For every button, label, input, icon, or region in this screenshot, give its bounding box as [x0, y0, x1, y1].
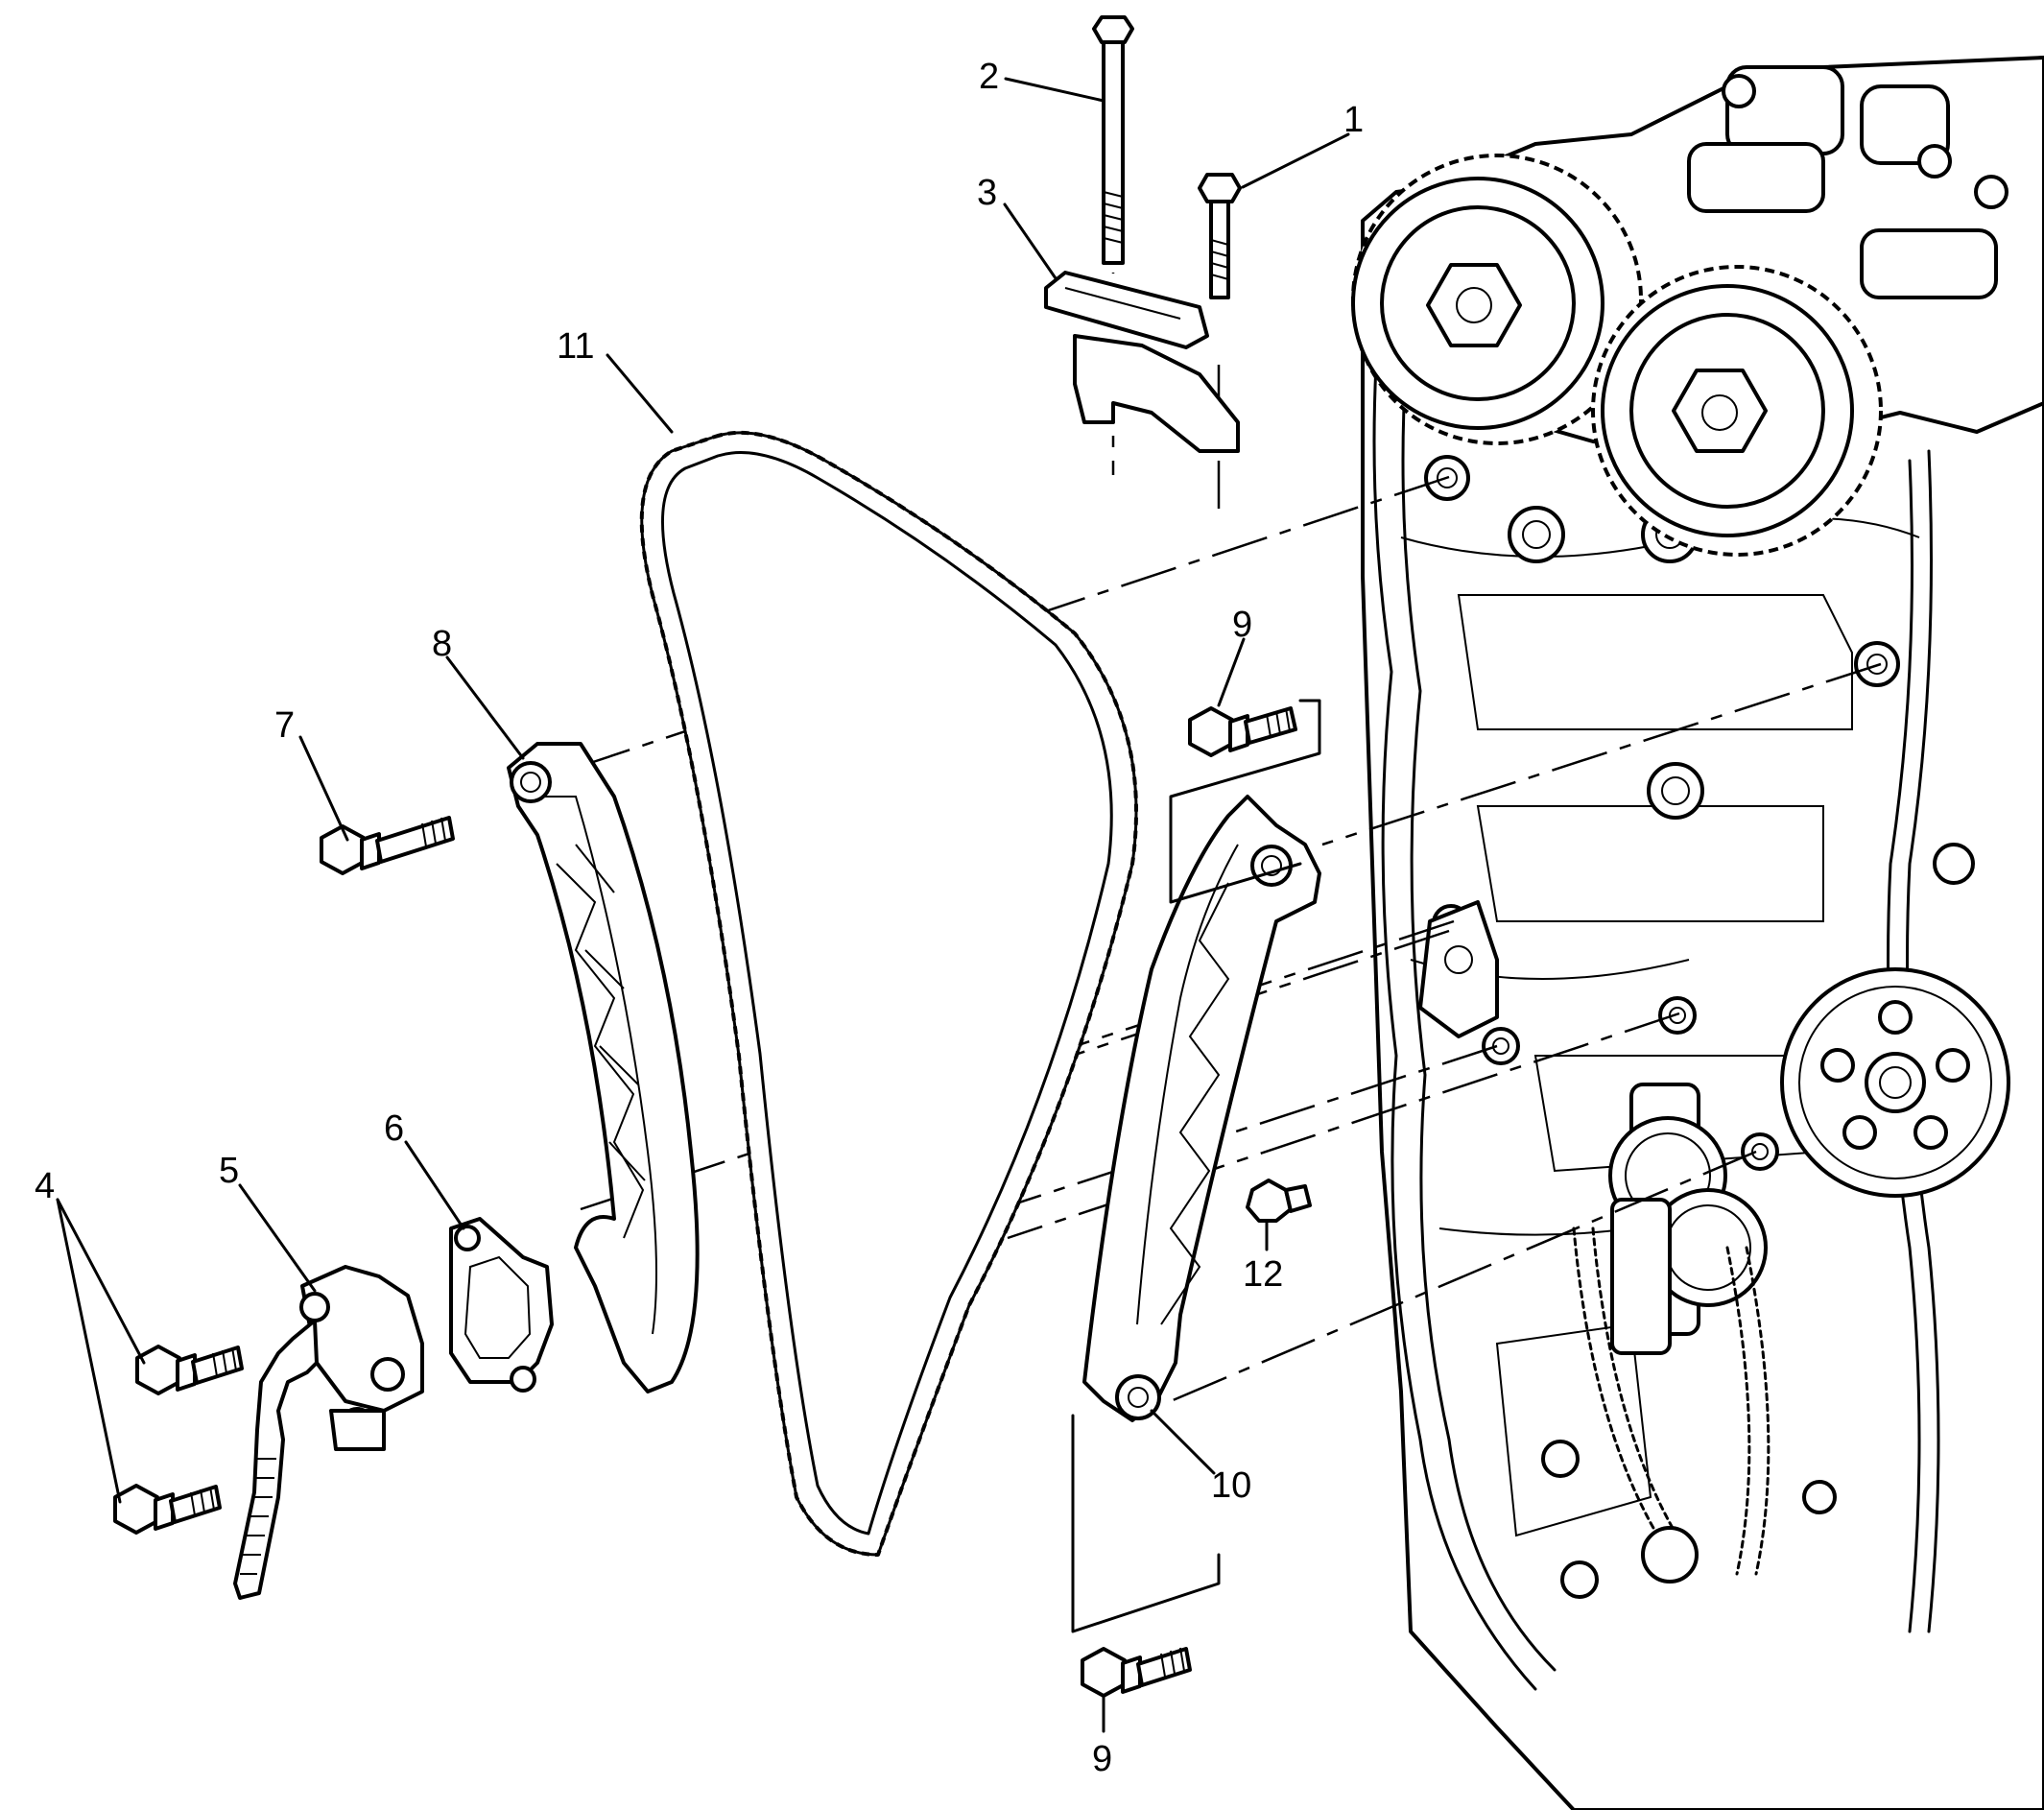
bolt-long	[1092, 15, 1134, 265]
intake-camshaft-sprocket	[1351, 154, 1643, 445]
crankshaft-pulley	[1780, 967, 2010, 1198]
callout-6: 6	[384, 1108, 404, 1149]
callout-3: 3	[977, 173, 997, 213]
callout-2: 2	[979, 57, 999, 97]
callout-labels: 1 2 3 11 8 7 9 6 5 4 12 10 9	[35, 57, 1364, 1779]
callout-9-bottom: 9	[1092, 1739, 1112, 1779]
callout-5: 5	[219, 1151, 239, 1191]
chain-tensioner	[233, 1265, 424, 1600]
callout-4: 4	[35, 1166, 55, 1206]
callout-10: 10	[1211, 1465, 1251, 1506]
exhaust-camshaft-sprocket	[1591, 265, 1883, 557]
lower-sprocket-assembly	[1572, 1083, 1771, 1584]
callout-11: 11	[557, 326, 594, 367]
engine-block	[1361, 56, 2044, 1810]
bolt-short-top	[1198, 173, 1242, 299]
bolt-9-lower	[1081, 1647, 1192, 1698]
bracket-upper	[1169, 699, 1321, 904]
right-chain-guide	[1082, 795, 1321, 1422]
callout-7: 7	[274, 705, 295, 746]
tensioner-gasket	[449, 1217, 554, 1393]
timing-chain	[639, 430, 1138, 1557]
plug-12	[1246, 1179, 1312, 1223]
bracket-lower	[1071, 1414, 1221, 1633]
left-chain-guide	[507, 742, 700, 1393]
callout-12: 12	[1243, 1254, 1283, 1295]
callout-8: 8	[432, 624, 452, 664]
upper-chain-guide	[1044, 271, 1240, 453]
callout-1: 1	[1343, 100, 1364, 140]
bolt-4-upper	[135, 1345, 244, 1395]
bolt-4-lower	[113, 1484, 222, 1535]
bolt-9-upper	[1188, 706, 1297, 757]
leader-lines	[56, 77, 1350, 1733]
callout-9-top: 9	[1232, 605, 1252, 645]
